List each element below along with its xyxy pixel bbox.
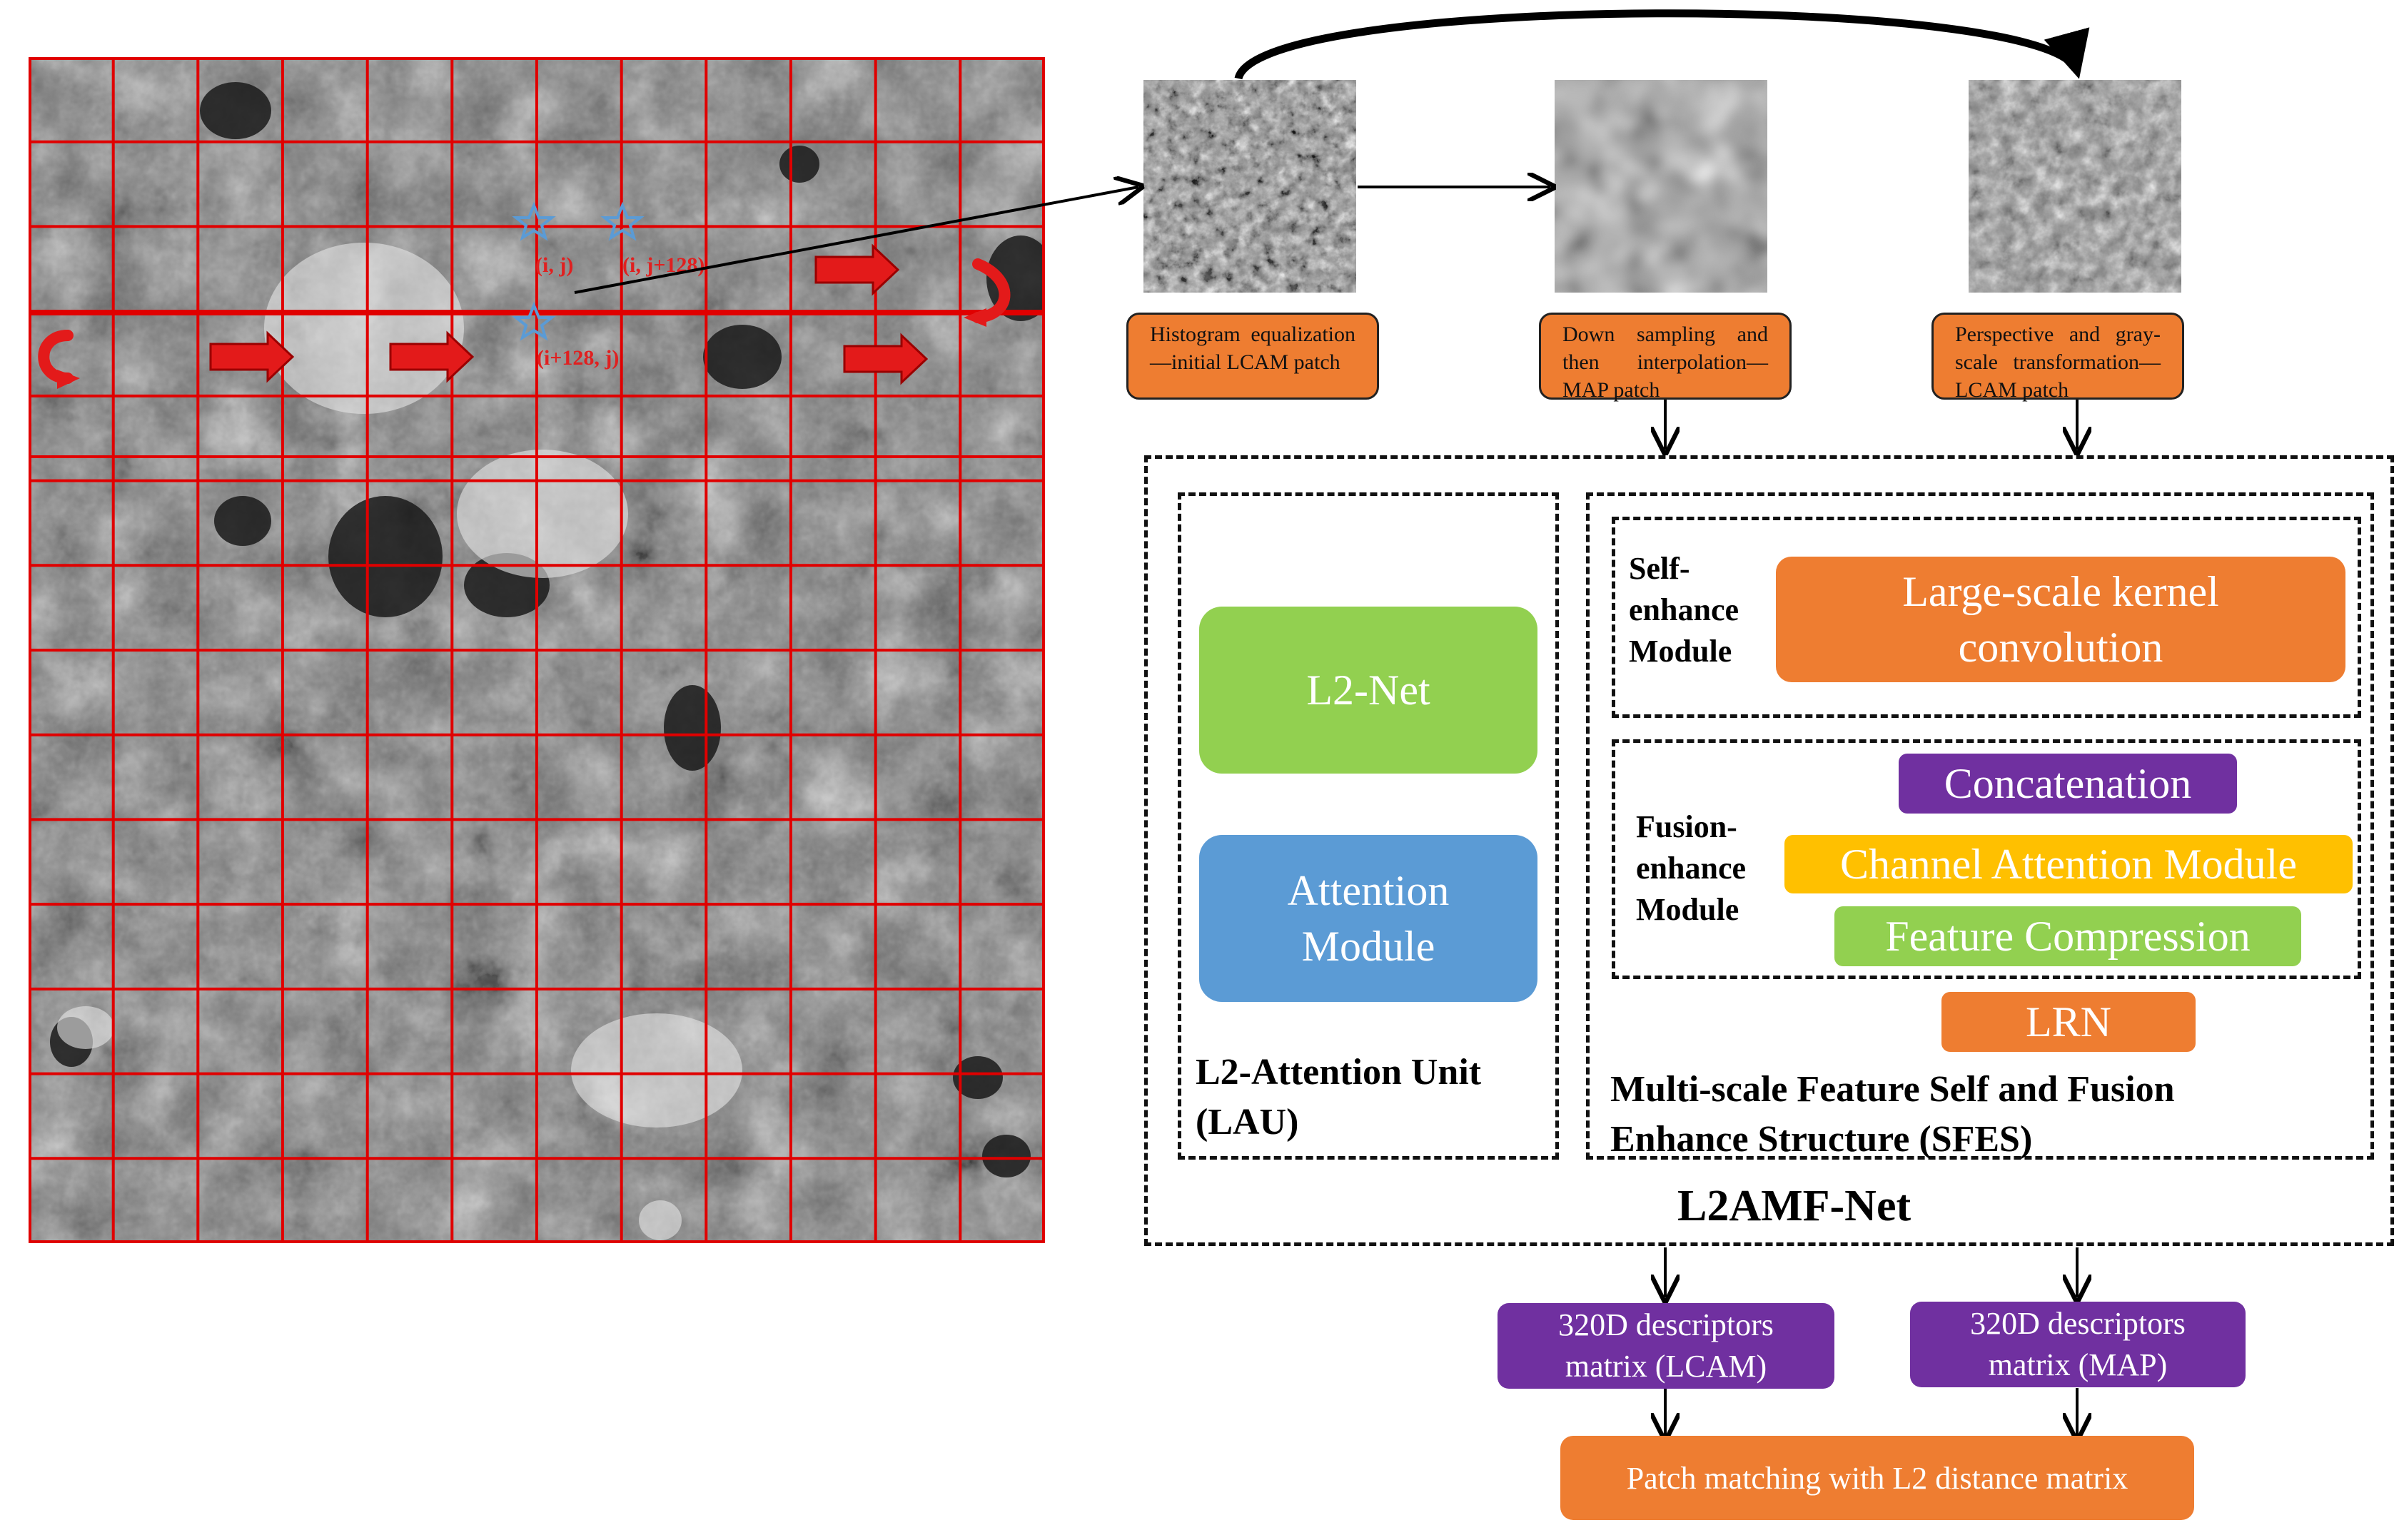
arrow-right-3 bbox=[814, 243, 900, 296]
patch-thumbnail-equalized bbox=[1143, 80, 1356, 293]
patch-thumbnail-downsampled bbox=[1555, 80, 1767, 293]
coord-label: (i, j+128) bbox=[622, 253, 705, 277]
feature-compression-block: Feature Compression bbox=[1834, 906, 2301, 966]
patch-thumbnail-transformed bbox=[1969, 80, 2181, 293]
l2-net-block: L2-Net bbox=[1199, 607, 1537, 774]
u-turn-right-icon bbox=[972, 258, 1011, 323]
descriptor-matrix-map: 320D descriptors matrix (MAP) bbox=[1910, 1302, 2246, 1387]
arrow-right-4 bbox=[843, 333, 929, 385]
descriptor-matrix-lcam: 320D descriptors matrix (LCAM) bbox=[1498, 1303, 1834, 1389]
step-box-perspective-transform: Perspective and gray-scale transformatio… bbox=[1931, 313, 2184, 402]
step-box-histogram-equalization: Histogram equalization—initial LCAM patc… bbox=[1126, 313, 1379, 400]
sfes-title: Multi-scale Feature Self and Fusion Enha… bbox=[1610, 1069, 2175, 1160]
patch-matching-block: Patch matching with L2 distance matrix bbox=[1560, 1436, 2194, 1520]
arrow-right-2 bbox=[389, 330, 475, 383]
lau-container bbox=[1178, 492, 1559, 1160]
fusion-enhance-container bbox=[1612, 739, 2361, 979]
lau-title: L2-Attention Unit (LAU) bbox=[1196, 1052, 1482, 1143]
coord-label: (i+128, j) bbox=[537, 346, 620, 370]
star-icon bbox=[512, 201, 556, 241]
lrn-block: LRN bbox=[1941, 992, 2196, 1052]
l2amf-net-container bbox=[1144, 455, 2394, 1246]
attention-module-block: Attention Module bbox=[1199, 835, 1537, 1002]
arrow-curved-patch1-to-patch3 bbox=[1234, 9, 2089, 80]
star-icon bbox=[512, 301, 556, 341]
arrow-grid-to-patch bbox=[574, 187, 1138, 294]
net-title: L2AMF-Net bbox=[1677, 1182, 1911, 1230]
step-box-down-sampling: Down sampling and then interpolation—MAP… bbox=[1539, 313, 1792, 402]
channel-attention-module-block: Channel Attention Module bbox=[1784, 835, 2353, 893]
arrow-right-1 bbox=[209, 330, 295, 383]
sfes-container bbox=[1586, 492, 2374, 1160]
self-enhance-label: Self-enhance Module bbox=[1629, 551, 1739, 669]
large-kernel-convolution-block: Large-scale kernel convolution bbox=[1776, 557, 2345, 682]
coord-label: (i, j) bbox=[535, 253, 574, 277]
fusion-enhance-label: Fusion-enhance Module bbox=[1636, 809, 1746, 927]
concatenation-block: Concatenation bbox=[1899, 754, 2237, 814]
star-icon bbox=[600, 201, 645, 241]
self-enhance-container bbox=[1612, 517, 2361, 718]
